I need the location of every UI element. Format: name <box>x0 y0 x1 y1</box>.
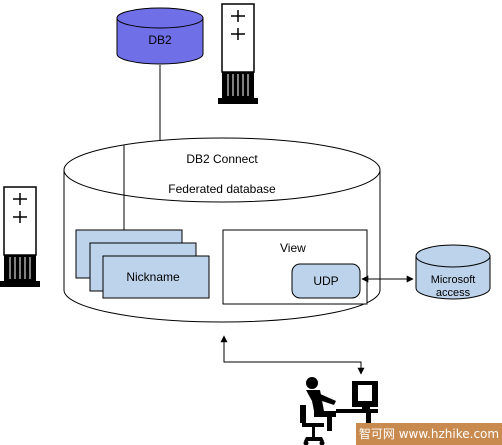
db2-label: DB2 <box>148 33 172 47</box>
server-tower-icon <box>218 3 258 104</box>
federated-title-line1: DB2 Connect <box>186 152 258 166</box>
nickname-box-front <box>102 255 210 299</box>
watermark: 智可网 www.hzhike.com <box>356 423 502 445</box>
udp-label: UDP <box>313 274 338 288</box>
user-federated-arrow <box>220 335 365 375</box>
nickname-label: Nickname <box>126 270 180 284</box>
server-tower-icon <box>0 186 40 287</box>
view-label: View <box>280 241 306 255</box>
access-label-line1: Microsoft <box>431 274 476 286</box>
user-at-computer-icon <box>300 377 378 445</box>
access-database: Microsoft access <box>415 244 491 300</box>
udp-box: UDP <box>291 263 361 299</box>
db2-database: DB2 <box>116 7 204 65</box>
federated-title-line2: Federated database <box>168 182 276 196</box>
nickname-stack: Nickname <box>75 229 210 299</box>
access-label-line2: access <box>436 287 471 299</box>
